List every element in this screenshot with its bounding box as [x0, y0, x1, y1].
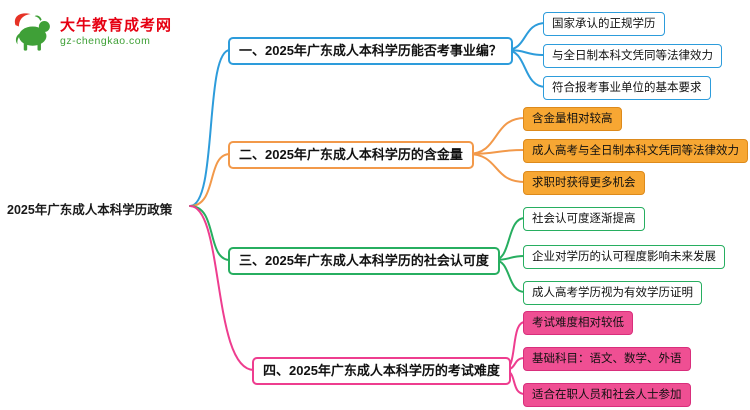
branch-2-child-3: 求职时获得更多机会	[523, 171, 645, 195]
branch-3-title: 三、2025年广东成人本科学历的社会认可度	[228, 247, 500, 275]
branch-2-title: 二、2025年广东成人本科学历的含金量	[228, 141, 474, 169]
bull-icon	[14, 13, 50, 51]
branch-3-child-1: 社会认可度逐渐提高	[523, 207, 645, 231]
branch-2-child-1: 含金量相对较高	[523, 107, 622, 131]
branch-4-child-3: 适合在职人员和社会人士参加	[523, 383, 691, 407]
logo-title: 大牛教育成考网	[60, 16, 173, 34]
logo-subtitle: gz-chengkao.com	[60, 34, 151, 47]
root-topic: 2025年广东成人本科学历政策	[5, 198, 175, 219]
connector-root-branch-4	[189, 205, 255, 371]
site-logo[interactable]: 大牛教育成考网 gz-chengkao.com	[10, 10, 172, 54]
branch-2-child-2: 成人高考与全日制本科文凭同等法律效力	[523, 139, 748, 163]
branch-1-title: 一、2025年广东成人本科学历能否考事业编？	[228, 37, 513, 65]
branch-4-child-1: 考试难度相对较低	[523, 311, 633, 335]
branch-4-child-2: 基础科目：语文、数学、外语	[523, 347, 691, 371]
branch-3-child-2: 企业对学历的认可程度影响未来发展	[523, 245, 725, 269]
branch-1-child-1: 国家承认的正规学历	[543, 12, 665, 36]
connector-branch-2-child-1	[467, 117, 526, 155]
connector-root-branch-3	[189, 205, 231, 261]
branch-1-child-3: 符合报考事业单位的基本要求	[543, 76, 711, 100]
connector-root-branch-2	[189, 153, 231, 207]
branch-3-child-3: 成人高考学历视为有效学历证明	[523, 281, 702, 305]
connector-branch-2-child-2	[467, 149, 526, 155]
logo-text: 大牛教育成考网 gz-chengkao.com	[60, 17, 172, 48]
branch-4-title: 四、2025年广东成人本科学历的考试难度	[252, 357, 511, 385]
connector-root-branch-1	[189, 49, 231, 207]
connector-branch-2-child-3	[467, 153, 526, 183]
branch-1-child-2: 与全日制本科文凭同等法律效力	[543, 44, 722, 68]
